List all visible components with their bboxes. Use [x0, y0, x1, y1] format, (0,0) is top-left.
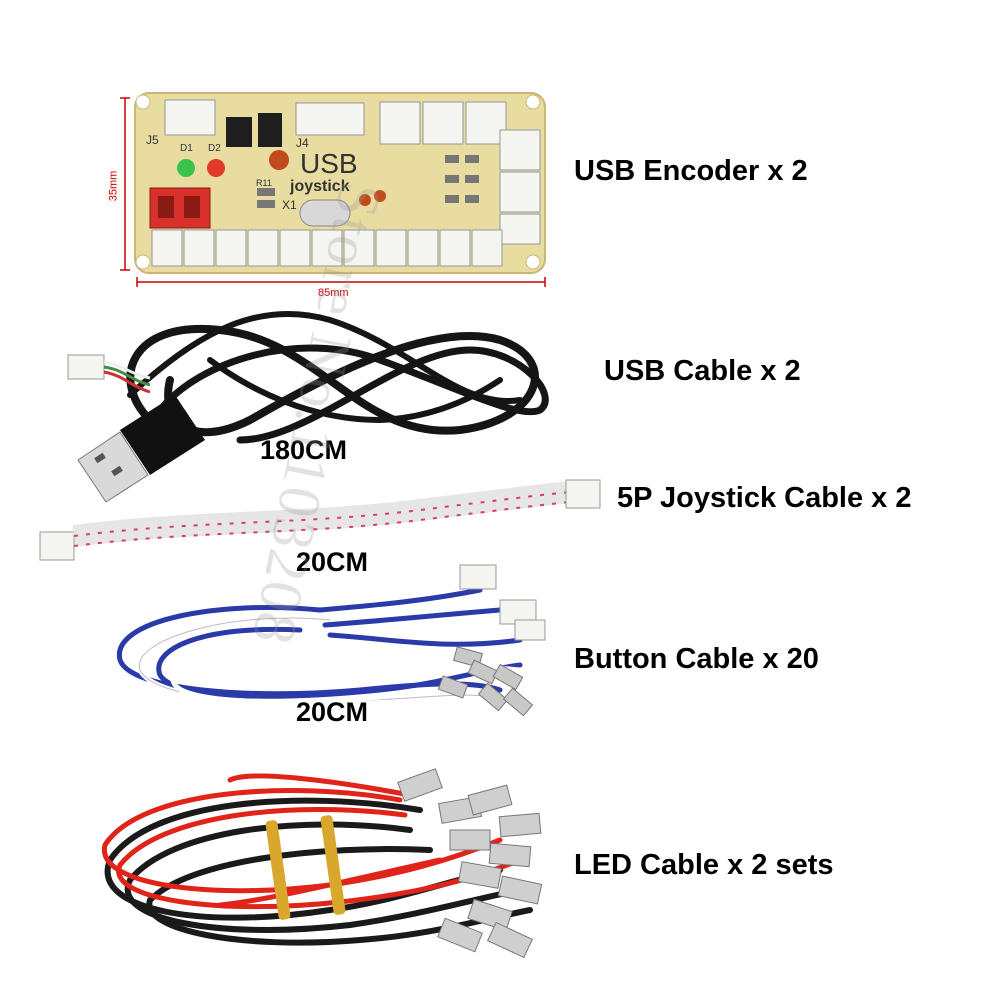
pcb-height-label: 35mm [107, 170, 120, 202]
pcb-title: USB [300, 148, 358, 179]
joystick-cable-length: 20CM [296, 547, 369, 577]
usb-cable-label: USB Cable x 2 [604, 355, 801, 387]
pcb-ref-d2: D2 [208, 143, 221, 154]
pcb-ref-d1: D1 [180, 143, 193, 154]
button-cable-length: 20CM [296, 697, 369, 727]
joystick-ribbon-cable [39, 479, 601, 561]
usb-encoder-label: USB Encoder x 2 [574, 155, 808, 187]
usb-plug [77, 395, 205, 503]
pcb-ref-x1: X1 [282, 198, 297, 212]
led-cable-label: LED Cable x 2 sets [574, 849, 834, 881]
button-cable-label: Button Cable x 20 [574, 643, 819, 675]
joystick-cable-label: 5P Joystick Cable x 2 [617, 482, 912, 514]
usb-encoder-board [120, 92, 546, 287]
usb-cable [126, 310, 549, 444]
pcb-ref-j5: J5 [146, 133, 159, 147]
pcb-ref-j4: J4 [296, 136, 309, 150]
button-cable-connectors [437, 564, 546, 717]
led-cable-ties [265, 815, 346, 920]
pcb-width-label: 85mm [318, 287, 349, 299]
usb-cable-length: 180CM [260, 435, 348, 465]
led-cable-terminals [397, 768, 543, 959]
pcb-subtitle: joystick [290, 178, 350, 195]
pcb-ref-r11: R11 [256, 178, 272, 188]
usb-cable-pin-connector [67, 354, 151, 394]
